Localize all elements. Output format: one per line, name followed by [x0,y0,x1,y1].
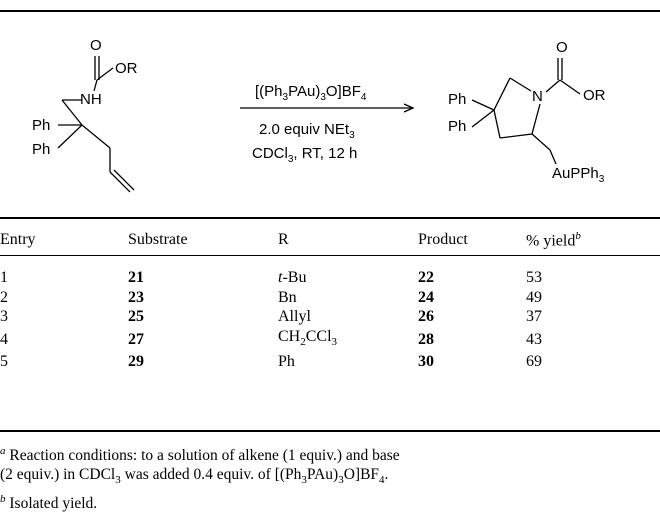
cell-yield: 69 [526,353,542,371]
pr-ring-bond-1 [493,77,511,111]
cell-r: Allyl [278,308,311,325]
pr-au-label: AuPPh3 [552,165,605,185]
cell-yield: 43 [526,330,542,348]
bottom-rule [0,430,660,432]
cell-substrate: 25 [128,308,144,325]
table-row: 5 29 Ph 30 69 [0,352,660,372]
pr-ch2-au-bond [549,149,557,165]
table-row: 1 21 t-Bu 22 53 [0,268,660,288]
cell-yield: 49 [526,288,542,306]
table-row: 3 25 Allyl 26 37 [0,307,660,327]
cell-r: Bn [278,288,297,306]
header-yield: % yieldb [526,229,581,250]
sm-ch2-cq-bond [61,99,83,126]
cell-r: CH2CCl3 [278,327,338,348]
pr-or-label: OR [583,87,606,104]
footnote-a-line2: (2 equiv.) in CDCl3 was added 0.4 equiv.… [0,466,389,487]
top-rule [0,10,660,12]
header-r: R [278,231,289,248]
cell-substrate: 27 [128,330,144,348]
reagent-catalyst: [(Ph3PAu)3O]BF4 [255,83,367,103]
pr-ph1-bond [471,99,495,111]
pr-n-c-bond [545,79,561,93]
cell-substrate: 23 [128,288,144,306]
cell-r: Ph [278,353,295,371]
pr-n-label: N [532,88,543,105]
sm-vinyl-bond-2 [113,169,135,191]
cell-product: 28 [418,330,434,348]
starting-material: O OR NH Ph Ph [32,37,138,193]
results-table: Entry Substrate R Product % yieldb 1 21 … [0,225,660,372]
sm-or-label: OR [115,60,138,77]
pr-ph-label-1: Ph [448,91,466,108]
cell-product: 26 [418,308,434,325]
cell-product: 22 [418,269,434,286]
header-product: Product [418,231,468,248]
cell-substrate: 29 [128,353,144,371]
cell-entry: 2 [0,288,8,306]
pr-ring-bond-5 [493,109,501,139]
pr-c-or-bond [559,79,581,95]
reaction-conditions: [(Ph3PAu)3O]BF4 2.0 equiv NEt3 CDCl3, RT… [240,83,415,165]
pr-carbonyl-o: O [556,39,568,56]
cell-entry: 5 [0,353,8,371]
sm-carbonyl-o: O [90,37,102,54]
reaction-arrow-head [403,103,415,113]
table-footnotes: a Reaction conditions: to a solution of … [0,442,660,513]
header-substrate: Substrate [128,231,188,248]
cell-product: 30 [418,353,434,371]
sm-c-or-bond [96,67,114,81]
sm-vinyl-bond-1 [109,171,131,193]
sm-nh-label: NH [80,91,102,108]
cell-entry: 4 [0,330,8,348]
pr-ring-bond-4 [499,133,533,139]
cell-yield: 37 [526,308,542,325]
cell-entry: 3 [0,308,8,325]
header-entry: Entry [0,231,36,248]
pr-ph2-bond [471,109,495,128]
cell-product: 24 [418,288,434,306]
mid-rule [0,217,660,219]
pr-ring-bond-2 [509,77,532,92]
product: O N OR Ph Ph AuPPh3 [448,39,606,185]
sm-ph-label-2: Ph [32,141,50,158]
cell-substrate: 21 [128,269,144,286]
pr-ring-bond-3 [531,103,541,135]
reaction-scheme: O OR NH Ph Ph [(Ph3PAu)3O]BF4 2.0 equiv … [32,37,606,193]
reagent-base: 2.0 equiv NEt3 [259,121,355,141]
sm-cq-ch2-bond [81,124,111,149]
sm-ph-label-1: Ph [32,117,50,134]
cell-entry: 1 [0,269,8,286]
pr-ph-label-2: Ph [448,118,466,135]
pr-c-ch2-bond [531,133,551,151]
reagent-solvent: CDCl3, RT, 12 h [252,145,357,165]
cell-r: t-Bu [278,269,307,286]
cell-yield: 53 [526,269,542,286]
footnote-b: b Isolated yield. [0,493,98,513]
table-header-row: Entry Substrate R Product % yieldb [0,225,660,256]
table-row: 4 27 CH2CCl3 28 43 [0,327,660,353]
sm-c-n-bond [93,79,98,92]
footnote-a-line1: a Reaction conditions: to a solution of … [0,445,400,465]
table-row: 2 23 Bn 24 49 [0,288,660,308]
sm-cq-ph2-bond [57,124,83,149]
